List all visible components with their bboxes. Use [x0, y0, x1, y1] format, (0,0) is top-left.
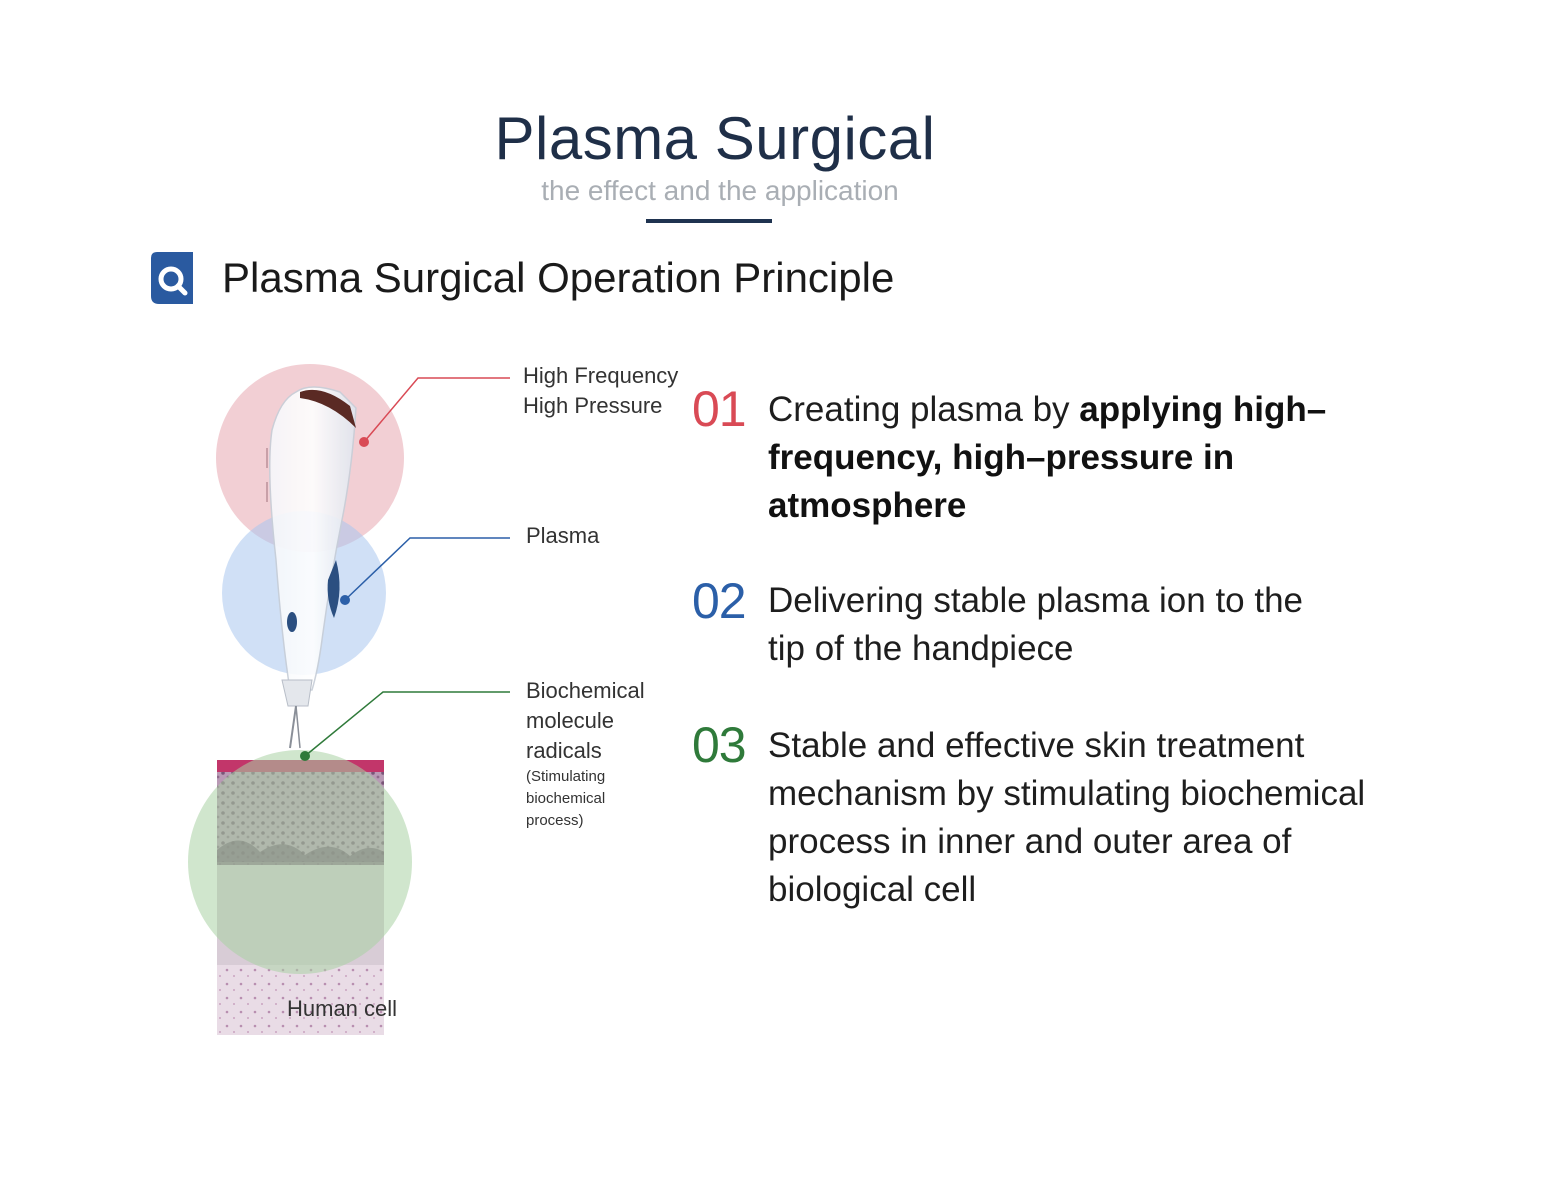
- search-icon: [151, 252, 193, 304]
- callout-text: High Pressure: [523, 393, 663, 418]
- step-number: 03: [692, 717, 747, 773]
- callout-biochemical: Biochemical molecule radicals (Stimulati…: [526, 676, 645, 832]
- title-underline: [646, 219, 772, 223]
- callout-text: molecule: [526, 708, 615, 733]
- callout-note: (Stimulating: [526, 768, 606, 785]
- plasma-handpiece: [266, 386, 357, 749]
- step-text: Stable and effective skin treatment mech…: [768, 726, 1366, 909]
- page-title: Plasma Surgical: [494, 105, 936, 172]
- step-number: 02: [692, 573, 747, 629]
- callout-text: High Frequency: [523, 363, 679, 388]
- page-subtitle: the effect and the application: [541, 175, 899, 206]
- step-text-bold: applying high–frequency, high–pressure i…: [768, 390, 1327, 525]
- step-number: 01: [692, 381, 747, 437]
- step-text: Delivering stable plasma ion to the tip …: [768, 581, 1304, 668]
- callout-text: Biochemical: [526, 678, 645, 703]
- callout-plasma: Plasma: [526, 521, 599, 551]
- callout-text: Plasma: [526, 523, 600, 548]
- callout-note: biochemical: [526, 790, 606, 807]
- callout-high-frequency: High Frequency High Pressure: [523, 361, 678, 421]
- section-heading: Plasma Surgical Operation Principle: [222, 254, 895, 301]
- callout-note: process): [526, 812, 584, 829]
- step-text: Creating plasma by applying high–frequen…: [768, 386, 1408, 530]
- human-cell-label: Human cell: [287, 996, 398, 1021]
- step-text-plain: Creating plasma by: [768, 390, 1080, 429]
- callout-text: radicals: [526, 738, 602, 763]
